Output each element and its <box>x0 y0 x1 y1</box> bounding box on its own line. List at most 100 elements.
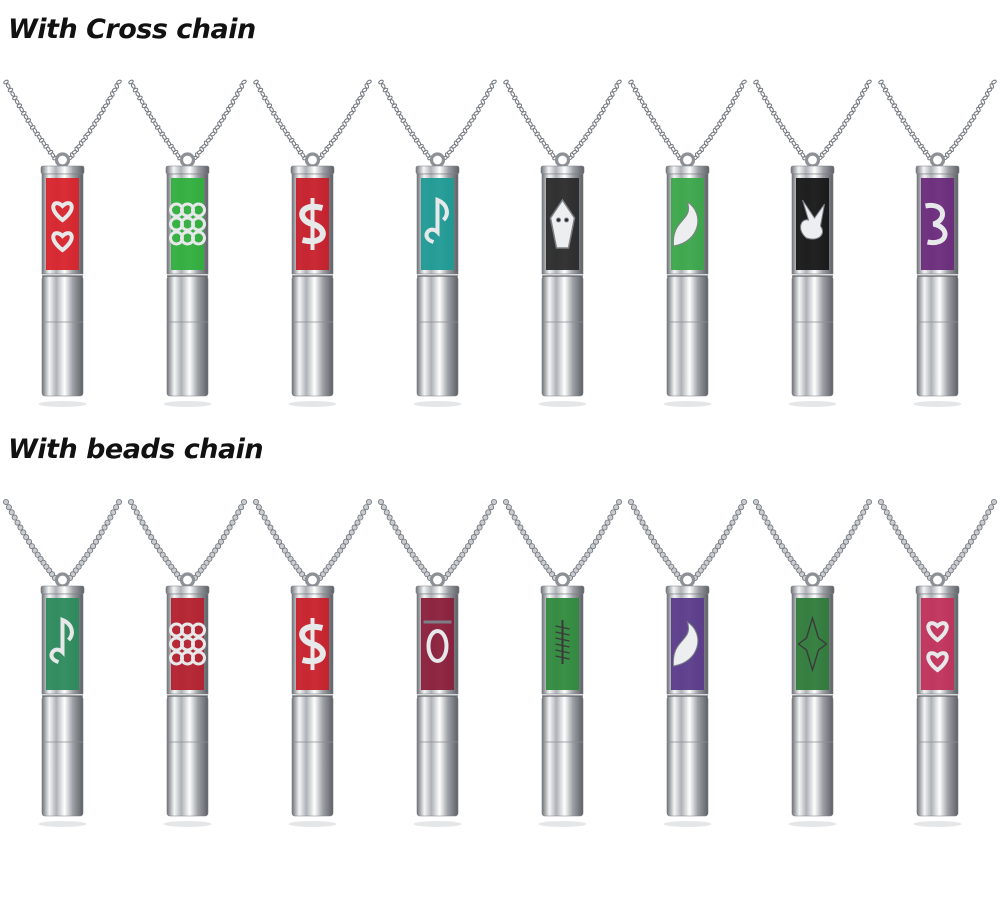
pendant-beads-7 <box>753 498 873 827</box>
vial-tube <box>541 695 584 817</box>
ring-bar-icon <box>423 620 452 663</box>
cross-chain <box>628 79 747 161</box>
insert-cage <box>291 593 334 695</box>
music-note-icon <box>49 617 74 664</box>
swirl-hearts-icon <box>925 202 948 246</box>
yin-yang-pair-icon <box>672 200 699 247</box>
insert-cage <box>41 173 84 275</box>
beads-chain <box>878 498 998 582</box>
top-cap <box>790 165 835 175</box>
pendant-beads-6 <box>628 498 748 827</box>
knot-lattice-icon <box>169 202 206 246</box>
cross-chain <box>378 79 497 161</box>
pendant-row-cross-chain <box>0 60 1000 440</box>
vial-tube <box>41 695 84 817</box>
heart-lattice-icon <box>51 201 74 253</box>
top-cap <box>165 585 210 595</box>
pendant-beads-5 <box>503 498 623 827</box>
insert-cage <box>791 593 834 695</box>
insert-cage <box>541 173 584 275</box>
vial-tube <box>791 695 834 817</box>
bail-loop <box>679 152 696 168</box>
top-cap <box>540 165 585 175</box>
bail-loop <box>554 572 571 588</box>
beads-chain <box>753 498 873 582</box>
cross-chain <box>3 79 122 161</box>
cross-chain <box>253 79 372 161</box>
bail-loop <box>54 152 71 168</box>
bail-loop <box>54 572 71 588</box>
top-cap <box>665 165 710 175</box>
top-cap <box>415 585 460 595</box>
vial-tube <box>41 275 84 397</box>
bail-loop <box>429 152 446 168</box>
dollar-sign-icon <box>299 198 326 250</box>
felt-insert <box>921 598 954 690</box>
pendant-cross-5 <box>503 79 622 407</box>
pendant-beads-1 <box>3 498 123 827</box>
cross-chain <box>753 79 872 161</box>
top-cap <box>665 585 710 595</box>
vial-tube <box>166 275 209 397</box>
bunny-head-icon <box>800 199 825 240</box>
beads-chain <box>503 498 623 582</box>
cross-chain <box>503 79 622 161</box>
top-cap <box>40 165 85 175</box>
pendant-beads-8 <box>878 498 998 827</box>
insert-cage <box>666 593 709 695</box>
bail-loop <box>304 572 321 588</box>
vial-tube <box>916 275 959 397</box>
top-cap <box>540 585 585 595</box>
felt-insert <box>421 598 454 690</box>
pendant-cross-6 <box>628 79 747 407</box>
vial-tube <box>416 275 459 397</box>
pendant-beads-2 <box>128 498 248 827</box>
pendant-cross-8 <box>878 79 997 407</box>
bail-loop <box>179 572 196 588</box>
insert-cage <box>666 173 709 275</box>
floral-lattice-icon <box>169 622 206 666</box>
vial-tube <box>666 275 709 397</box>
dancers-icon <box>672 620 699 667</box>
beads-chain <box>628 498 748 582</box>
vial-tube <box>291 275 334 397</box>
top-cap <box>40 585 85 595</box>
beads-chain <box>253 498 373 582</box>
pendant-cross-1 <box>3 79 122 407</box>
bail-loop <box>554 152 571 168</box>
section-title-beads-chain: With beads chain <box>8 434 264 465</box>
dollar-sign-icon <box>299 618 326 670</box>
heart-scroll-icon <box>926 621 949 673</box>
insert-cage <box>916 593 959 695</box>
bail-loop <box>679 572 696 588</box>
top-cap <box>415 165 460 175</box>
insert-cage <box>416 593 459 695</box>
felt-insert <box>171 178 204 270</box>
bail-loop <box>804 152 821 168</box>
pendant-beads-3 <box>253 498 373 827</box>
vial-tube <box>291 695 334 817</box>
vial-tube <box>166 695 209 817</box>
top-cap <box>915 585 960 595</box>
insert-cage <box>541 593 584 695</box>
vial-tube <box>541 275 584 397</box>
felt-insert <box>796 598 829 690</box>
pendant-cross-3 <box>253 79 372 407</box>
felt-insert <box>171 598 204 690</box>
bail-loop <box>929 572 946 588</box>
fish-skeleton-icon <box>555 620 570 664</box>
bail-loop <box>429 572 446 588</box>
insert-cage <box>916 173 959 275</box>
bail-loop <box>804 572 821 588</box>
vial-tube <box>416 695 459 817</box>
vial-tube <box>916 695 959 817</box>
vial-tube <box>791 275 834 397</box>
top-cap <box>790 585 835 595</box>
bail-loop <box>929 152 946 168</box>
insert-cage <box>416 173 459 275</box>
beads-chain <box>378 498 498 582</box>
insert-cage <box>791 173 834 275</box>
beads-chain <box>128 498 248 582</box>
pendant-cross-7 <box>753 79 872 407</box>
top-cap <box>915 165 960 175</box>
